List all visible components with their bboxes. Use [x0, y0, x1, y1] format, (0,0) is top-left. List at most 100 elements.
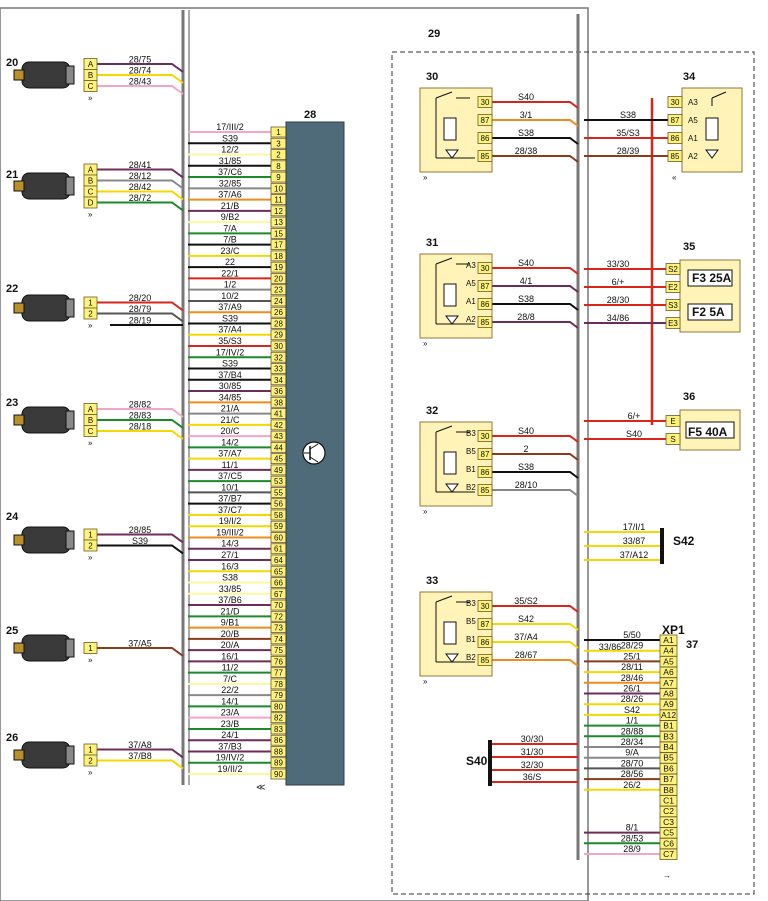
relay-pin-box — [477, 466, 493, 478]
xp1-wire-label: 28/34 — [621, 737, 644, 747]
relay-wire — [492, 659, 579, 667]
sensor-plug — [65, 298, 75, 318]
relay-pin-box — [477, 280, 493, 292]
ecu-wire-label: 37/B7 — [218, 494, 242, 504]
ecu-wire-label: S38 — [222, 573, 238, 583]
ecu-wire-label: 37/C5 — [218, 471, 242, 481]
relay-wire-label: 28/67 — [515, 650, 538, 660]
ecu-wire-label: 23/C — [220, 246, 240, 256]
ecu-wire-label: 21/A — [221, 404, 240, 414]
ecu-wire-label: 14/3 — [221, 539, 239, 549]
relay-wire — [492, 137, 579, 145]
xp1-wire-label: 5/50 — [623, 630, 641, 640]
sensor-wire — [97, 419, 184, 429]
sensor-23-pin-C: C — [88, 427, 94, 436]
connector-arrow-icon: » — [88, 210, 93, 219]
ecu-pin-8: 8 — [276, 162, 281, 171]
fuse-f2-label: F2 5A — [692, 305, 725, 319]
ecu-wire-label: 34/85 — [219, 392, 242, 402]
relay-switch-icon — [711, 91, 727, 99]
sensor-wire — [97, 179, 184, 190]
label-28: 28 — [304, 109, 316, 121]
block36-wire-label: S40 — [626, 429, 642, 439]
sensor-thread — [13, 414, 25, 426]
sensor-21-pin-B: B — [88, 177, 93, 186]
sensor-23-pin-A: A — [88, 405, 94, 414]
ecu-wire-label: S39 — [222, 313, 238, 323]
xp1-pin-C6: C6 — [663, 838, 674, 848]
xp1-wire-label: 28/11 — [621, 662, 643, 672]
block-pin-box — [665, 433, 681, 445]
relay34-wire-label: S38 — [620, 110, 636, 120]
relay-diode-icon — [445, 483, 459, 493]
label-25: 25 — [6, 625, 18, 637]
relay-wire-label: 28/10 — [515, 480, 538, 490]
relay-34 — [681, 87, 743, 173]
relay-pin-box — [667, 114, 683, 126]
relay-pin-box — [477, 114, 493, 126]
splice-s40-label: S40 — [466, 754, 488, 768]
ecu-wire-label: 16/3 — [221, 561, 239, 571]
xp1-pin-C7: C7 — [663, 849, 674, 859]
s40-wire-label: 36/S — [523, 772, 542, 782]
relay-32-pin-85: 85 — [481, 486, 490, 495]
relay-switch-icon — [435, 91, 453, 99]
sensor-26-pin-2: 2 — [88, 757, 93, 766]
relay-wire-label: 4/1 — [520, 276, 533, 286]
sensor-wire-label: 28/42 — [129, 182, 152, 192]
ecu-wire-label: S39 — [222, 359, 238, 369]
ecu-wire-label: 23/B — [221, 719, 240, 729]
sensor-body — [21, 172, 71, 200]
ecu-pin-11: 11 — [274, 196, 283, 205]
ecu-pin-10: 10 — [274, 184, 283, 193]
s42-wire-label: 37/A12 — [620, 550, 649, 560]
relay-wire-label: S38 — [518, 462, 534, 472]
ecu-wire-label: 30/85 — [219, 381, 242, 391]
ecu-wire-label: 37/C7 — [218, 505, 242, 515]
relay-coil-pin: A3 — [466, 261, 476, 270]
sensor-wire — [97, 408, 184, 418]
xp1-pin-A12: A12 — [661, 710, 676, 720]
ecu-pin-72: 72 — [274, 612, 283, 621]
xp1-pin-A9: A9 — [663, 699, 674, 709]
ecu-pin-83: 83 — [274, 725, 283, 734]
connector-arrow-icon: » — [88, 439, 93, 448]
ecu-pin-28: 28 — [274, 319, 283, 328]
block36-wire-label: 6/+ — [628, 411, 641, 421]
label-36: 36 — [683, 391, 695, 403]
relay-coil-pin: B5 — [466, 617, 476, 626]
xp1-wire-label: 8/1 — [626, 823, 639, 833]
sensor-24-pin-2: 2 — [88, 542, 93, 551]
ecu-wire-label: 17/III/2 — [216, 122, 244, 132]
ecu-wire-label: S39 — [222, 133, 238, 143]
ecu-pin-61: 61 — [274, 545, 283, 554]
xp1-pin-A1: A1 — [663, 635, 674, 645]
relay-switch-icon — [435, 425, 453, 433]
sensor-22-pin-1: 1 — [88, 299, 93, 308]
ecu-wire-label: 20/B — [221, 629, 240, 639]
relay-wire — [492, 641, 579, 649]
ecu-wire-label: 19/I/2 — [219, 516, 242, 526]
relay-30-pin-86: 86 — [481, 134, 490, 143]
xp1-wire-label: 1/1 — [626, 716, 639, 726]
sensor-plug — [65, 745, 75, 765]
relay-pin-box — [477, 132, 493, 144]
sensor-body — [21, 526, 71, 554]
ecu-wire-label: 35/S3 — [218, 336, 242, 346]
sensor-wire — [97, 647, 184, 657]
relay-coil-pin: B2 — [466, 653, 476, 662]
relay-wire-label: S38 — [518, 128, 534, 138]
relay-wire-label: 3/1 — [520, 110, 533, 120]
relay-pin-box — [477, 618, 493, 630]
ecu-wire-label: 37/B4 — [218, 370, 242, 380]
relay-wire — [492, 435, 579, 443]
relay-diode-icon — [445, 315, 459, 325]
label-24: 24 — [6, 511, 19, 523]
connector-arrow-icon: » — [88, 94, 93, 103]
ecu-wire-label: 19/II/2 — [217, 764, 242, 774]
relay-coil-pin: A5 — [466, 279, 476, 288]
ecu-wire-label: 22/2 — [221, 685, 239, 695]
sensor-thread — [13, 642, 25, 654]
relay-31-pin-86: 86 — [481, 300, 490, 309]
relay-33-pin-87: 87 — [481, 620, 490, 629]
